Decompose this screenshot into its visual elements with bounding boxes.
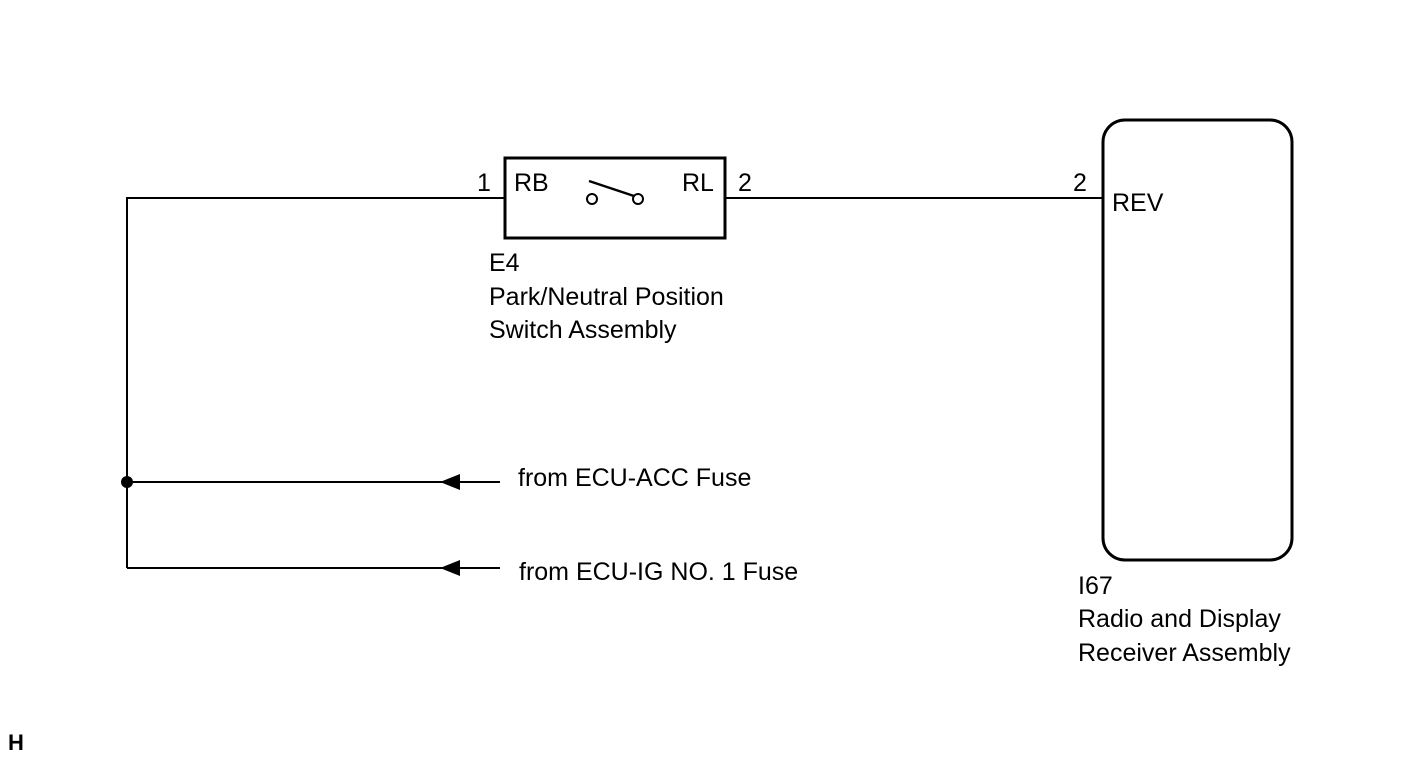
switch-name-line1: Park/Neutral Position (489, 283, 724, 311)
receiver-assembly-box (1101, 118, 1294, 562)
switch-pin-left-number: 1 (477, 169, 491, 197)
receiver-name-line2: Receiver Assembly (1078, 639, 1291, 667)
wire-left-bus-to-switch (126, 197, 505, 568)
switch-contact-left (586, 193, 598, 205)
switch-contact-right (632, 193, 644, 205)
switch-assembly-box (503, 156, 727, 240)
switch-pin-left-name: RB (514, 169, 549, 197)
arrow-ecu-ig-icon (440, 560, 460, 576)
corner-mark: H (8, 730, 24, 755)
receiver-pin-name: REV (1112, 189, 1164, 217)
source-ecu-ig-label: from ECU-IG NO. 1 Fuse (519, 558, 798, 586)
receiver-code: I67 (1078, 572, 1113, 600)
switch-name-line2: Switch Assembly (489, 316, 677, 344)
switch-pin-right-name: RL (682, 169, 714, 197)
junction-dot (121, 476, 133, 488)
switch-lever (588, 179, 635, 198)
switch-pin-right-number: 2 (738, 169, 752, 197)
arrow-ecu-acc-icon (440, 474, 460, 490)
receiver-name-line1: Radio and Display (1078, 605, 1281, 633)
switch-code: E4 (489, 249, 520, 277)
source-ecu-acc-label: from ECU-ACC Fuse (518, 464, 751, 492)
receiver-pin-number: 2 (1073, 169, 1087, 197)
switch-symbol (586, 179, 644, 205)
